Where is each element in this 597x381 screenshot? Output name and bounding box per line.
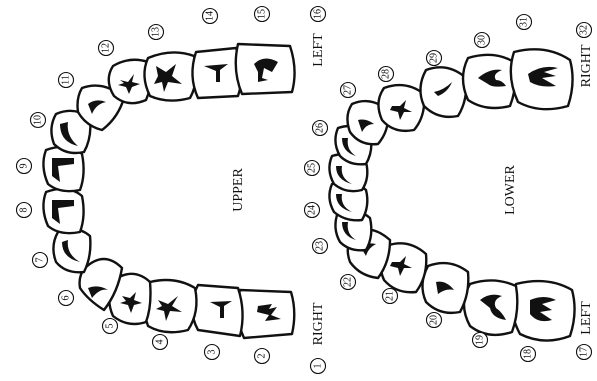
tooth-number: 18	[523, 349, 534, 359]
tooth-number: 9	[19, 164, 30, 169]
tooth-number: 13	[151, 27, 162, 37]
tooth-number: 17	[579, 347, 590, 357]
tooth-number: 7	[35, 258, 46, 263]
tooth-number: 29	[429, 53, 440, 63]
tooth-number: 27	[343, 85, 354, 95]
tooth-number: 1	[313, 364, 324, 369]
lower-arch	[328, 48, 576, 342]
tooth-number: 11	[61, 75, 72, 85]
tooth-number: 16	[313, 9, 324, 19]
tooth-number: 20	[429, 315, 440, 325]
tooth-number: 15	[257, 9, 268, 19]
tooth-number: 10	[33, 115, 44, 125]
upper-label: UPPER	[231, 168, 246, 212]
tooth-number: 4	[155, 340, 166, 345]
tooth-7	[52, 227, 92, 274]
upper-tooth-numbers: 1 2 3 4 5 6 7 8 9 10 11 12 13 14 15 16	[15, 5, 327, 375]
tooth-number: 19	[475, 335, 486, 345]
tooth-number: 23	[315, 241, 326, 251]
tooth-15	[234, 42, 296, 96]
tooth-number: 21	[385, 291, 396, 301]
tooth-number: 26	[315, 123, 326, 133]
tooth-number: 6	[61, 296, 72, 301]
tooth-number: 32	[579, 25, 590, 35]
tooth-number: 28	[381, 69, 392, 79]
tooth-number: 24	[307, 205, 318, 215]
lower-tooth-numbers: 17 18 19 20 21 22 23 24 25 26 27 28 29 3…	[303, 13, 593, 363]
upper-arch	[42, 42, 296, 340]
tooth-number: 2	[257, 354, 268, 359]
lower-left-label: LEFT	[579, 301, 594, 335]
tooth-number: 5	[105, 324, 116, 329]
tooth-number: 25	[307, 163, 318, 173]
tooth-number: 22	[343, 277, 354, 287]
tooth-number: 14	[205, 11, 216, 21]
tooth-3	[190, 283, 244, 338]
upper-right-label: RIGHT	[311, 302, 326, 345]
upper-left-label: LEFT	[311, 33, 326, 67]
tooth-number: 8	[19, 208, 30, 213]
tooth-number: 3	[207, 350, 218, 355]
tooth-8	[42, 187, 85, 235]
tooth-6	[78, 257, 124, 312]
lower-right-label: RIGHT	[579, 44, 594, 87]
tooth-number: 31	[519, 17, 530, 27]
tooth-number: 12	[101, 43, 112, 53]
lower-label: LOWER	[503, 164, 518, 214]
tooth-number: 30	[477, 35, 488, 45]
